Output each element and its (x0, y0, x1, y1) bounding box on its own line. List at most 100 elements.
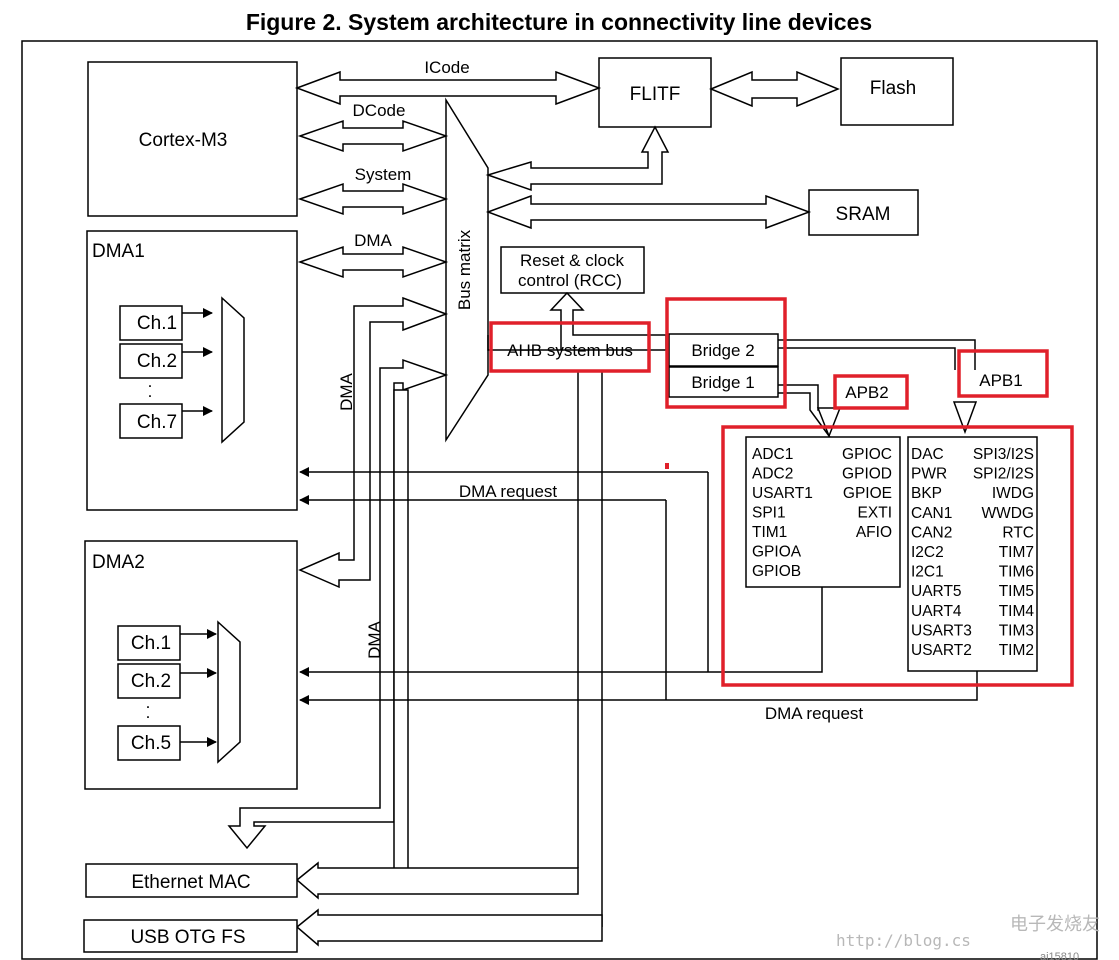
apb2-peripheral: EXTI (858, 505, 892, 522)
apb1-peripheral: SPI2/I2S (973, 466, 1034, 483)
dma-label: DMA (354, 231, 392, 250)
dma2-request-line-2 (299, 671, 978, 705)
apb1-peripheral: RTC (1002, 524, 1034, 541)
dma1-block (86, 230, 298, 511)
rcc-label-line1: Reset & clock (520, 251, 624, 270)
dma1-arbiter (221, 296, 245, 444)
apb1-peripheral: UART4 (911, 603, 962, 620)
apb1-peripheral: CAN2 (911, 524, 952, 541)
dma-bus-arrow (297, 245, 449, 279)
apb2-peripheral: TIM1 (752, 524, 787, 541)
apb1-peripheral: USART3 (911, 622, 972, 639)
cortex-m3-block (87, 61, 298, 217)
apb1-label: APB1 (979, 371, 1022, 390)
bridge-apb2-wire-b (778, 392, 833, 441)
dma2-ellipsis: . (146, 693, 151, 712)
apb1-down-arrow (952, 401, 978, 435)
sram-label: SRAM (836, 204, 891, 225)
apb1-peripheral: TIM6 (999, 564, 1034, 581)
apb1-peripheral: TIM5 (999, 583, 1034, 600)
red-marker (665, 463, 669, 469)
apb1-peripheral: PWR (911, 466, 947, 483)
bridge-apb1-wire-b (778, 347, 956, 370)
dma2-block (84, 540, 298, 790)
highlight-peripherals (721, 425, 1074, 687)
apb2-peripheral: AFIO (856, 524, 892, 541)
dma1-ch2-box (119, 343, 183, 379)
dma2-ch2-label: Ch.2 (131, 671, 171, 692)
dma2-arbiter (217, 620, 241, 764)
apb1-peripheral: CAN1 (911, 505, 952, 522)
bus-matrix-block (445, 97, 489, 443)
bus-matrix-label: Bus matrix (455, 229, 474, 310)
cortex-m3-label: Cortex-M3 (139, 130, 228, 151)
ethernet-input-arrow (295, 861, 579, 900)
bridge1-label: Bridge 1 (691, 373, 754, 392)
highlight-ahb (489, 321, 651, 373)
dma2-ch5-label: Ch.5 (131, 733, 171, 754)
flitf-block (598, 57, 712, 128)
figure-code: ai15810 (1040, 951, 1079, 960)
watermark-logo: 电子发烧友 (1010, 914, 1100, 935)
flitf-flash-arrow (709, 70, 840, 108)
dma-vertical-label-2: DMA (365, 620, 384, 658)
usb-otg-block (83, 919, 298, 953)
flash-label: Flash (870, 78, 916, 99)
ahb-label: AHB system bus (507, 341, 633, 360)
watermark-url: http://blog.cs (836, 931, 971, 950)
rcc-block (500, 246, 645, 294)
apb1-peripherals-box (907, 436, 1038, 672)
apb1-peripheral: TIM7 (999, 544, 1034, 561)
apb1-peripheral: USART2 (911, 642, 972, 659)
dma1-ch7-label: Ch.7 (137, 412, 177, 433)
dcode-bus-arrow (297, 119, 449, 153)
apb1-peripheral: I2C2 (911, 544, 944, 561)
system-bus-arrow (297, 182, 449, 216)
dma1-ellipsis: . (148, 382, 153, 401)
dma-request-label-top: DMA request (459, 482, 558, 501)
apb1-left-list: DACPWRBKPCAN1CAN2I2C2I2C1UART5UART4USART… (911, 446, 972, 659)
usb-input-arrow (295, 908, 603, 947)
dma1-ch2-label: Ch.2 (137, 351, 177, 372)
system-label: System (355, 165, 412, 184)
dma2-ch1-box (117, 625, 181, 661)
apb1-peripheral: BKP (911, 485, 942, 502)
ethernet-matrix-bus (227, 358, 449, 850)
apb2-peripheral: ADC2 (752, 466, 793, 483)
dma2-label: DMA2 (92, 552, 145, 573)
apb1-peripheral: DAC (911, 446, 944, 463)
ethernet-mac-label: Ethernet MAC (131, 872, 250, 893)
dcode-label: DCode (353, 101, 406, 120)
dma1-ch1-label: Ch.1 (137, 313, 177, 334)
apb1-peripheral: TIM3 (999, 622, 1034, 639)
bridge-apb1-wire (778, 339, 976, 370)
flitf-label: FLITF (630, 84, 681, 105)
apb1-peripheral: WWDG (981, 505, 1034, 522)
dma-vertical-label-1: DMA (337, 372, 356, 410)
apb1-peripheral: TIM4 (999, 603, 1035, 620)
matrix-sram-arrow (485, 194, 812, 230)
apb2-label: APB2 (845, 383, 888, 402)
icode-label: ICode (424, 58, 469, 77)
apb1-peripheral: SPI3/I2S (973, 446, 1034, 463)
dma1-label: DMA1 (92, 241, 145, 262)
apb2-peripheral: GPIOE (843, 485, 892, 502)
icode-bus-arrow (294, 70, 602, 106)
figure-title: Figure 2. System architecture in connect… (246, 9, 872, 35)
highlight-apb2 (833, 374, 909, 410)
dma2-ch1-label: Ch.1 (131, 633, 171, 654)
apb2-peripheral: GPIOD (842, 466, 892, 483)
matrix-flitf-arrow (485, 125, 670, 192)
highlight-apb1 (957, 349, 1049, 398)
dma2-ellipsis-dot2: . (146, 703, 151, 722)
apb1-peripheral: TIM2 (999, 642, 1034, 659)
apb2-peripheral: ADC1 (752, 446, 793, 463)
dma1-matrix-bus (298, 296, 449, 589)
apb2-peripheral: GPIOB (752, 563, 801, 580)
apb2-peripheral: GPIOA (752, 544, 802, 561)
apb1-peripheral: UART5 (911, 583, 962, 600)
apb2-peripheral: USART1 (752, 485, 813, 502)
